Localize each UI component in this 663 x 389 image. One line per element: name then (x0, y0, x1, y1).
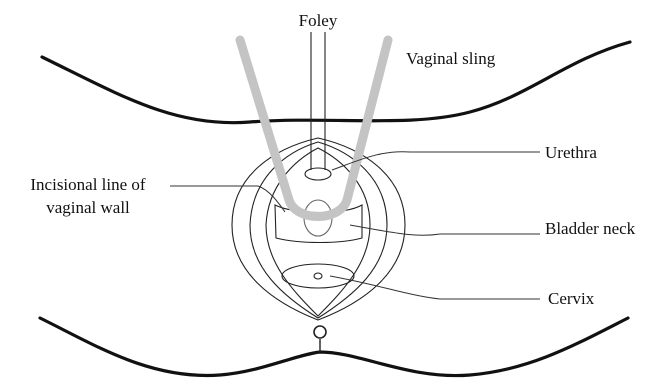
label-incisional-line-1: Incisional line of (30, 175, 146, 194)
label-incisional-line-2: vaginal wall (46, 198, 130, 217)
label-vaginal-sling: Vaginal sling (406, 49, 496, 68)
upper-contour-line (42, 42, 630, 123)
leader-cervix (330, 276, 540, 299)
vaginal-outline-outer (232, 138, 405, 320)
lower-contour-line (40, 318, 628, 376)
label-urethra: Urethra (545, 143, 597, 162)
bladder-neck-flap (275, 205, 362, 243)
cervix-os (314, 273, 322, 279)
urethra-meatus (305, 168, 331, 180)
leader-incisional-line (170, 186, 285, 212)
label-bladder-neck: Bladder neck (545, 219, 636, 238)
anus-circle (314, 326, 326, 338)
leader-bladder-neck (350, 225, 540, 235)
label-cervix: Cervix (548, 289, 595, 308)
label-foley: Foley (299, 11, 338, 30)
vaginal-sling (240, 40, 388, 217)
cervix-ellipse (282, 264, 354, 288)
